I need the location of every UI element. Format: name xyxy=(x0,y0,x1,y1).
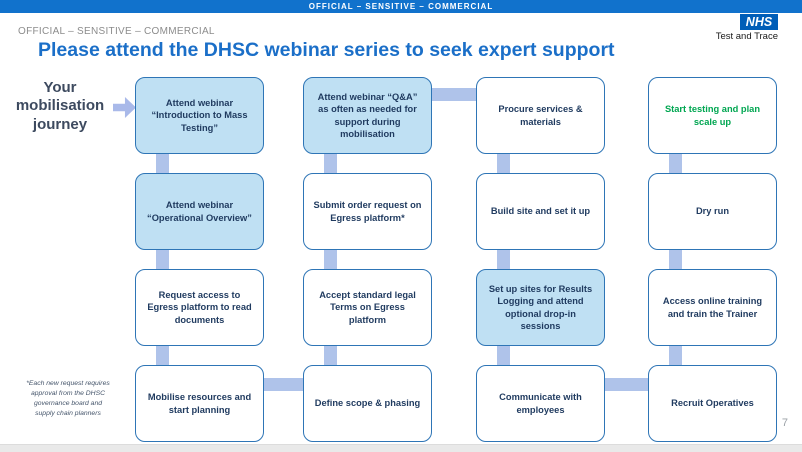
step-accept-legal-terms: Accept standard legal Terms on Egress pl… xyxy=(303,269,432,346)
journey-label: Your mobilisation journey xyxy=(15,79,105,133)
step-attend-webinar-qa: Attend webinar “Q&A” as often as needed … xyxy=(303,77,432,154)
nhs-logo-subtitle: Test and Trace xyxy=(715,31,778,42)
step-attend-webinar-intro-mass-testing: Attend webinar “Introduction to Mass Tes… xyxy=(135,77,264,154)
step-procure-services-materials: Procure services & materials xyxy=(476,77,605,154)
connector-vertical xyxy=(669,340,682,370)
connector-horizontal xyxy=(260,378,307,391)
connector-horizontal xyxy=(428,88,480,101)
step-access-online-training: Access online training and train the Tra… xyxy=(648,269,777,346)
slide-bottom-edge xyxy=(0,444,802,452)
step-build-site: Build site and set it up xyxy=(476,173,605,250)
connector-horizontal xyxy=(601,378,652,391)
step-attend-webinar-operational-overview: Attend webinar “Operational Overview” xyxy=(135,173,264,250)
step-submit-order-request: Submit order request on Egress platform* xyxy=(303,173,432,250)
step-communicate-employees: Communicate with employees xyxy=(476,365,605,442)
nhs-logo-icon: NHS xyxy=(740,14,778,30)
classification-top-bar: OFFICIAL – SENSITIVE – COMMERCIAL xyxy=(0,0,802,13)
connector-vertical xyxy=(324,340,337,370)
journey-arrow-icon xyxy=(113,97,136,118)
step-start-testing-scale-up: Start testing and plan scale up xyxy=(648,77,777,154)
step-dry-run: Dry run xyxy=(648,173,777,250)
connector-vertical xyxy=(669,148,682,178)
connector-vertical xyxy=(497,244,510,274)
page-title: Please attend the DHSC webinar series to… xyxy=(38,39,615,61)
nhs-logo: NHS Test and Trace xyxy=(716,14,778,42)
connector-vertical xyxy=(324,244,337,274)
connector-vertical xyxy=(156,148,169,178)
classification-label: OFFICIAL – SENSITIVE – COMMERCIAL xyxy=(18,26,215,37)
step-define-scope-phasing: Define scope & phasing xyxy=(303,365,432,442)
step-mobilise-resources: Mobilise resources and start planning xyxy=(135,365,264,442)
step-recruit-operatives: Recruit Operatives xyxy=(648,365,777,442)
footnote: *Each new request requires approval from… xyxy=(26,380,110,417)
connector-vertical xyxy=(497,148,510,178)
step-setup-results-logging: Set up sites for Results Logging and att… xyxy=(476,269,605,346)
page-number: 7 xyxy=(781,417,788,429)
connector-vertical xyxy=(324,148,337,178)
connector-vertical xyxy=(156,244,169,274)
connector-vertical xyxy=(497,340,510,370)
connector-vertical xyxy=(156,340,169,370)
connector-vertical xyxy=(669,244,682,274)
classification-top-text: OFFICIAL – SENSITIVE – COMMERCIAL xyxy=(308,2,494,11)
step-request-egress-access: Request access to Egress platform to rea… xyxy=(135,269,264,346)
